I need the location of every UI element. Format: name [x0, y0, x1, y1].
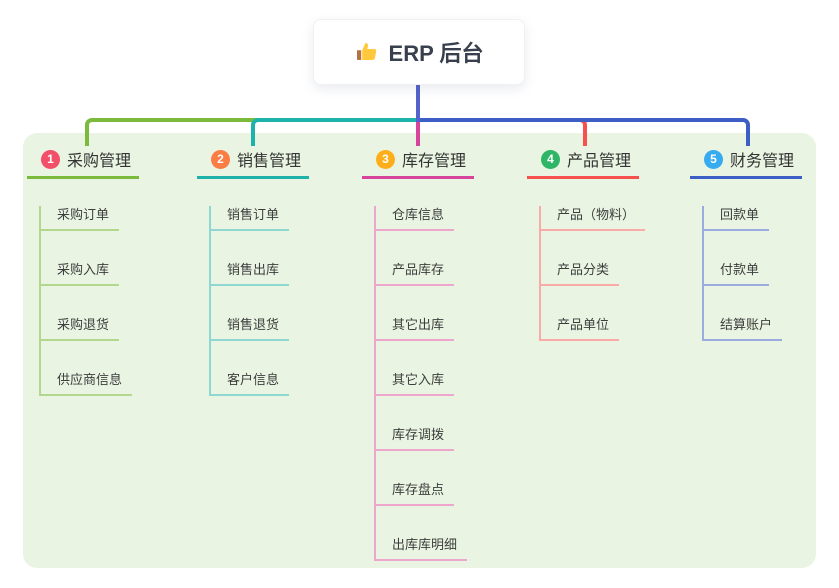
connector-branch-2	[251, 118, 418, 146]
connector-branch-3	[416, 120, 420, 146]
child-label: 回款单	[720, 207, 760, 222]
child-label: 销售退货	[227, 317, 280, 332]
child-label: 库存调拨	[392, 427, 445, 442]
child-node[interactable]: 其它出库	[376, 316, 455, 341]
child-node[interactable]: 库存调拨	[376, 426, 455, 451]
branch-label: 产品管理	[567, 153, 632, 170]
child-label: 结算账户	[720, 317, 773, 332]
child-label: 其它出库	[392, 317, 445, 332]
child-label: 产品库存	[392, 262, 445, 277]
child-label: 产品单位	[557, 317, 610, 332]
child-label: 采购退货	[57, 317, 110, 332]
child-node[interactable]: 产品单位	[541, 316, 620, 341]
branches-panel	[23, 133, 816, 568]
child-label: 客户信息	[227, 372, 280, 387]
thumbs-up-icon	[355, 40, 379, 64]
child-node[interactable]: 结算账户	[704, 316, 783, 341]
child-node[interactable]: 供应商信息	[41, 371, 133, 396]
child-node[interactable]: 销售退货	[211, 316, 290, 341]
branch-label: 销售管理	[237, 153, 302, 170]
branch-children: 回款单付款单结算账户	[702, 206, 839, 341]
child-node[interactable]: 回款单	[704, 206, 770, 231]
branch-label: 财务管理	[730, 153, 795, 170]
child-node[interactable]: 付款单	[704, 261, 770, 286]
child-node[interactable]: 采购订单	[41, 206, 120, 231]
child-label: 仓库信息	[392, 207, 445, 222]
child-node[interactable]: 库存盘点	[376, 481, 455, 506]
child-node[interactable]: 销售订单	[211, 206, 290, 231]
child-label: 产品分类	[557, 262, 610, 277]
branch-badge: 3	[376, 149, 395, 169]
branch-header[interactable]: 5 财务管理	[690, 148, 803, 179]
branch-label: 库存管理	[402, 153, 467, 170]
branch-badge: 1	[41, 149, 60, 169]
branch-header[interactable]: 1 采购管理	[27, 148, 140, 179]
branch-children: 采购订单采购入库采购退货供应商信息	[39, 206, 197, 396]
branch-4: 4 产品管理 产品（物料） 产品分类产品单位	[527, 148, 697, 341]
branch-header[interactable]: 4 产品管理	[527, 148, 640, 179]
connector-trunk	[416, 81, 420, 122]
branch-children: 产品（物料） 产品分类产品单位	[539, 206, 697, 341]
root-title: ERP 后台	[388, 41, 484, 66]
child-label: 采购订单	[57, 207, 110, 222]
child-label: 销售出库	[227, 262, 280, 277]
child-node[interactable]: 采购退货	[41, 316, 120, 341]
child-label: 供应商信息	[57, 372, 123, 387]
child-node[interactable]: 仓库信息	[376, 206, 455, 231]
root-node[interactable]: ERP 后台	[313, 19, 525, 85]
branch-5: 5 财务管理 回款单付款单结算账户	[690, 148, 839, 341]
child-node[interactable]: 产品库存	[376, 261, 455, 286]
child-label: 库存盘点	[392, 482, 445, 497]
child-label: 出库库明细	[392, 537, 458, 552]
child-label: 付款单	[720, 262, 760, 277]
branch-3: 3 库存管理 仓库信息产品库存其它出库其它入库库存调拨库存盘点出库库明细	[362, 148, 532, 561]
child-node[interactable]: 销售出库	[211, 261, 290, 286]
branch-1: 1 采购管理 采购订单采购入库采购退货供应商信息	[27, 148, 197, 396]
branch-header[interactable]: 3 库存管理	[362, 148, 475, 179]
branch-badge: 2	[211, 149, 230, 169]
child-label: 采购入库	[57, 262, 110, 277]
branch-children: 仓库信息产品库存其它出库其它入库库存调拨库存盘点出库库明细	[374, 206, 532, 561]
child-label: 产品（物料）	[557, 207, 636, 222]
child-node[interactable]: 客户信息	[211, 371, 290, 396]
branch-children: 销售订单销售出库销售退货客户信息	[209, 206, 367, 396]
child-node[interactable]: 出库库明细	[376, 536, 468, 561]
child-node[interactable]: 产品分类	[541, 261, 620, 286]
child-node[interactable]: 其它入库	[376, 371, 455, 396]
child-label: 销售订单	[227, 207, 280, 222]
child-node[interactable]: 产品（物料）	[541, 206, 646, 231]
connector-branch-5	[418, 118, 750, 146]
branch-label: 采购管理	[67, 153, 132, 170]
branch-2: 2 销售管理 销售订单销售出库销售退货客户信息	[197, 148, 367, 396]
child-node[interactable]: 采购入库	[41, 261, 120, 286]
child-label: 其它入库	[392, 372, 445, 387]
branch-badge: 4	[541, 149, 560, 169]
branch-badge: 5	[704, 149, 723, 169]
branch-header[interactable]: 2 销售管理	[197, 148, 310, 179]
